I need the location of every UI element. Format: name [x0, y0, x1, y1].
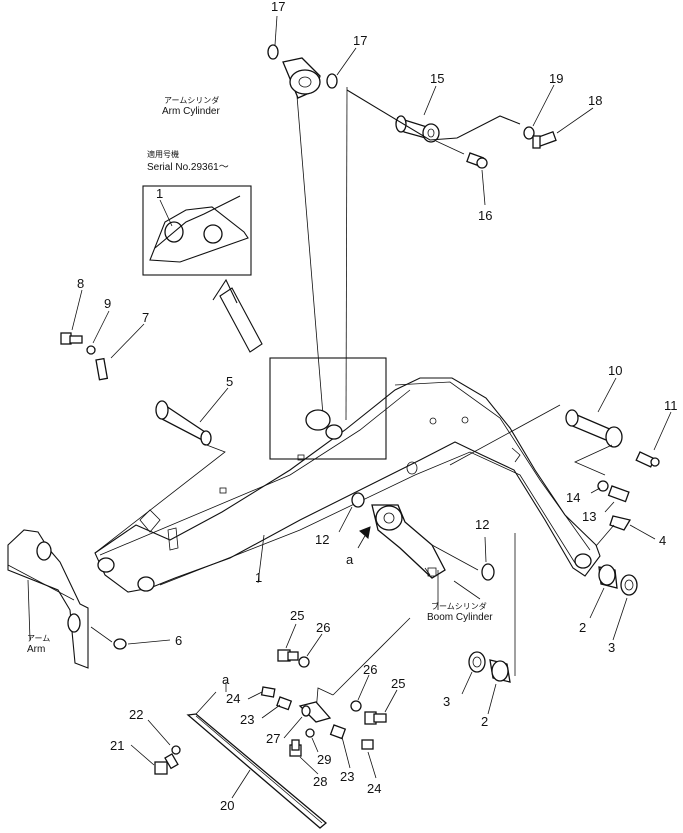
callout-3a: 3 [608, 640, 615, 655]
callout-15: 15 [430, 71, 444, 86]
washer-9 [86, 345, 96, 355]
callout-22: 22 [129, 707, 143, 722]
seal-3b [468, 651, 486, 673]
callout-2a: 2 [579, 620, 586, 635]
seal-3a [620, 574, 638, 596]
washer-26b [350, 700, 362, 712]
callout-27: 27 [266, 731, 280, 746]
callout-21: 21 [110, 738, 124, 753]
bolt-8 [60, 332, 83, 345]
arrow-up-icon [212, 278, 263, 353]
spacer-23a [276, 696, 293, 711]
serial-en-label: Serial No.29361～ [147, 162, 229, 173]
callout-20: 20 [220, 798, 234, 813]
arm-part [7, 529, 89, 669]
washer-22 [171, 745, 181, 755]
callout-3b: 3 [443, 694, 450, 709]
washer-29 [305, 728, 315, 738]
pin-5 [155, 400, 212, 446]
arm-cylinder-part [282, 57, 321, 99]
callout-14: 14 [566, 490, 580, 505]
pin-15 [395, 115, 440, 143]
arm-cylinder-jp-label: アームシリンダ [164, 95, 219, 105]
callout-26a: 26 [316, 620, 330, 635]
callout-17b: 17 [353, 33, 367, 48]
callout-11: 11 [664, 398, 678, 413]
ref-a-label-2: a [222, 672, 230, 687]
washer-17a [267, 44, 279, 60]
callout-23b: 23 [340, 769, 354, 784]
bolt-25b [364, 711, 387, 725]
grease-fitting-4 [609, 515, 632, 531]
washer-19 [523, 126, 535, 140]
plate-7 [95, 357, 109, 381]
washer-17b [326, 73, 338, 89]
callout-29: 29 [317, 752, 331, 767]
bolt-21 [154, 753, 179, 775]
callout-13: 13 [582, 509, 596, 524]
bolt-24a [260, 686, 276, 698]
callout-12b: 12 [475, 517, 489, 532]
bolt-18 [532, 131, 557, 149]
bushing-2b [489, 659, 511, 683]
bolt-24b [361, 739, 374, 750]
callout-6: 6 [175, 633, 182, 648]
callout-8: 8 [77, 276, 84, 291]
bolt-28 [289, 739, 302, 757]
callout-18: 18 [588, 93, 602, 108]
bolt-25a [277, 649, 299, 662]
arm-en-label: Arm [27, 644, 45, 655]
callout-28: 28 [313, 774, 327, 789]
callout-17a: 17 [271, 0, 285, 14]
arm-jp-label: アーム [27, 634, 50, 643]
callout-1-inset: 1 [156, 186, 163, 201]
pin-10 [565, 409, 623, 448]
detail-box [269, 357, 387, 460]
callout-7: 7 [142, 310, 149, 325]
spacer-23b [329, 724, 347, 740]
tooth-20 [186, 713, 328, 829]
arm-cylinder-en-label: Arm Cylinder [162, 106, 220, 117]
ref-a-label-1: a [346, 552, 354, 567]
callout-23a: 23 [240, 712, 254, 727]
grease-fitting-16 [466, 152, 488, 169]
callout-24a: 24 [226, 691, 240, 706]
grease-fitting-11 [635, 451, 660, 468]
serial-jp-label: 適用号機 [147, 149, 179, 159]
callout-5: 5 [226, 374, 233, 389]
callout-16: 16 [478, 208, 492, 223]
callout-19: 19 [549, 71, 563, 86]
callout-2b: 2 [481, 714, 488, 729]
bushing-2a [598, 564, 618, 589]
bolt-13 [607, 485, 630, 503]
washer-12a [351, 492, 365, 508]
boom-cylinder-part [371, 504, 446, 579]
callout-12a: 12 [315, 532, 329, 547]
inset-detail [142, 185, 252, 276]
boom-cylinder-jp-label: ブームシリンダ [431, 601, 487, 611]
washer-14 [597, 480, 609, 492]
callout-10: 10 [608, 363, 622, 378]
callout-9: 9 [104, 296, 111, 311]
callout-4: 4 [659, 533, 666, 548]
washer-26a [298, 656, 310, 668]
callout-1-main: 1 [255, 570, 262, 585]
washer-6 [113, 638, 127, 650]
callout-25a: 25 [290, 608, 304, 623]
washer-12b [481, 563, 495, 581]
callout-24b: 24 [367, 781, 381, 796]
boom-part [94, 377, 601, 593]
bracket-27 [298, 701, 332, 723]
callout-25b: 25 [391, 676, 405, 691]
boom-cylinder-en-label: Boom Cylinder [427, 612, 493, 623]
callout-26b: 26 [363, 662, 377, 677]
